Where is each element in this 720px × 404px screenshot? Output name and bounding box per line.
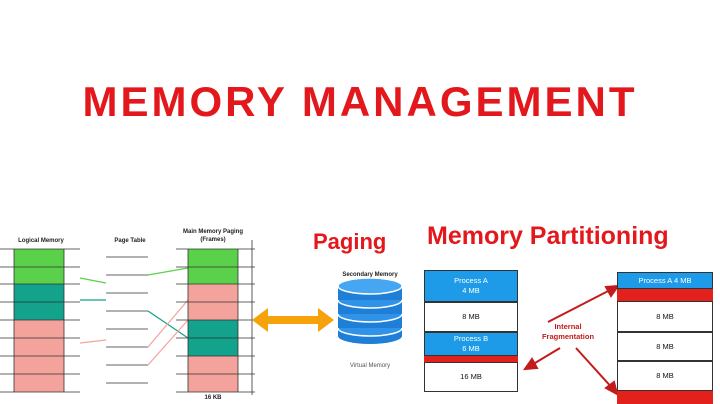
page-title: MEMORY MANAGEMENT [82, 78, 638, 125]
process-a-partition: Process A 4 MB [424, 270, 518, 302]
right-partition-8mb-2-label: 8 MB [656, 341, 674, 351]
main-memory-label-line1: Main Memory Paging [182, 229, 243, 235]
right-partition-8mb-2: 8 MB [617, 332, 713, 361]
database-icon [337, 277, 403, 344]
logical-page-green [14, 249, 64, 284]
logical-memory-lines [0, 248, 80, 393]
main-memory-frames [176, 240, 255, 395]
right-partition-8mb-3-label: 8 MB [656, 371, 674, 380]
logical-memory-column [0, 248, 80, 393]
fragmentation-line2: Fragmentation [541, 332, 595, 341]
process-a-4mb-label: Process A 4 MB [638, 275, 692, 285]
process-b-name: Process B [453, 334, 489, 343]
secondary-memory-label: Secondary Memory [342, 272, 398, 278]
right-partition-8mb-1: 8 MB [617, 301, 713, 332]
right-bottom-fragment [617, 391, 713, 404]
fragmentation-line1: Internal [554, 322, 582, 331]
process-a-name: Process A [454, 276, 488, 285]
page-table-column [106, 256, 148, 384]
fragmentation-arrows [522, 284, 621, 396]
process-a-size: 4 MB [462, 286, 480, 295]
partition-16mb: 16 MB [424, 362, 518, 392]
logical-memory-label: Logical Memory [18, 238, 64, 244]
right-partition-8mb-3: 8 MB [617, 361, 713, 391]
process-a-4mb-partition: Process A 4 MB [617, 272, 713, 289]
process-b-partition: Process B 6 MB [424, 332, 518, 356]
paging-heading: Paging [313, 229, 387, 254]
double-arrow-icon [252, 308, 334, 332]
internal-fragmentation-label: Internal Fragmentation [528, 322, 608, 342]
process-b-fragment [424, 356, 518, 362]
main-memory-label: Main Memory Paging (Frames) [173, 228, 253, 244]
main-memory-label-line2: (Frames) [200, 237, 226, 243]
partition-8mb-label: 8 MB [462, 312, 480, 321]
frame-size-label: 16 KB [204, 395, 222, 401]
main-memory-lines [176, 240, 255, 395]
partition-16mb-label: 16 MB [460, 372, 482, 381]
page-table-label: Page Table [114, 238, 146, 244]
right-partition-8mb-1-label: 8 MB [656, 311, 674, 321]
process-a-fragment [617, 289, 713, 301]
frame-green [188, 249, 238, 284]
process-b-size: 6 MB [462, 344, 480, 353]
page-mapping-lines [79, 267, 189, 366]
partition-8mb: 8 MB [424, 302, 518, 332]
memory-partitioning-heading: Memory Partitioning [427, 222, 669, 250]
virtual-memory-label: Virtual Memory [349, 363, 391, 369]
